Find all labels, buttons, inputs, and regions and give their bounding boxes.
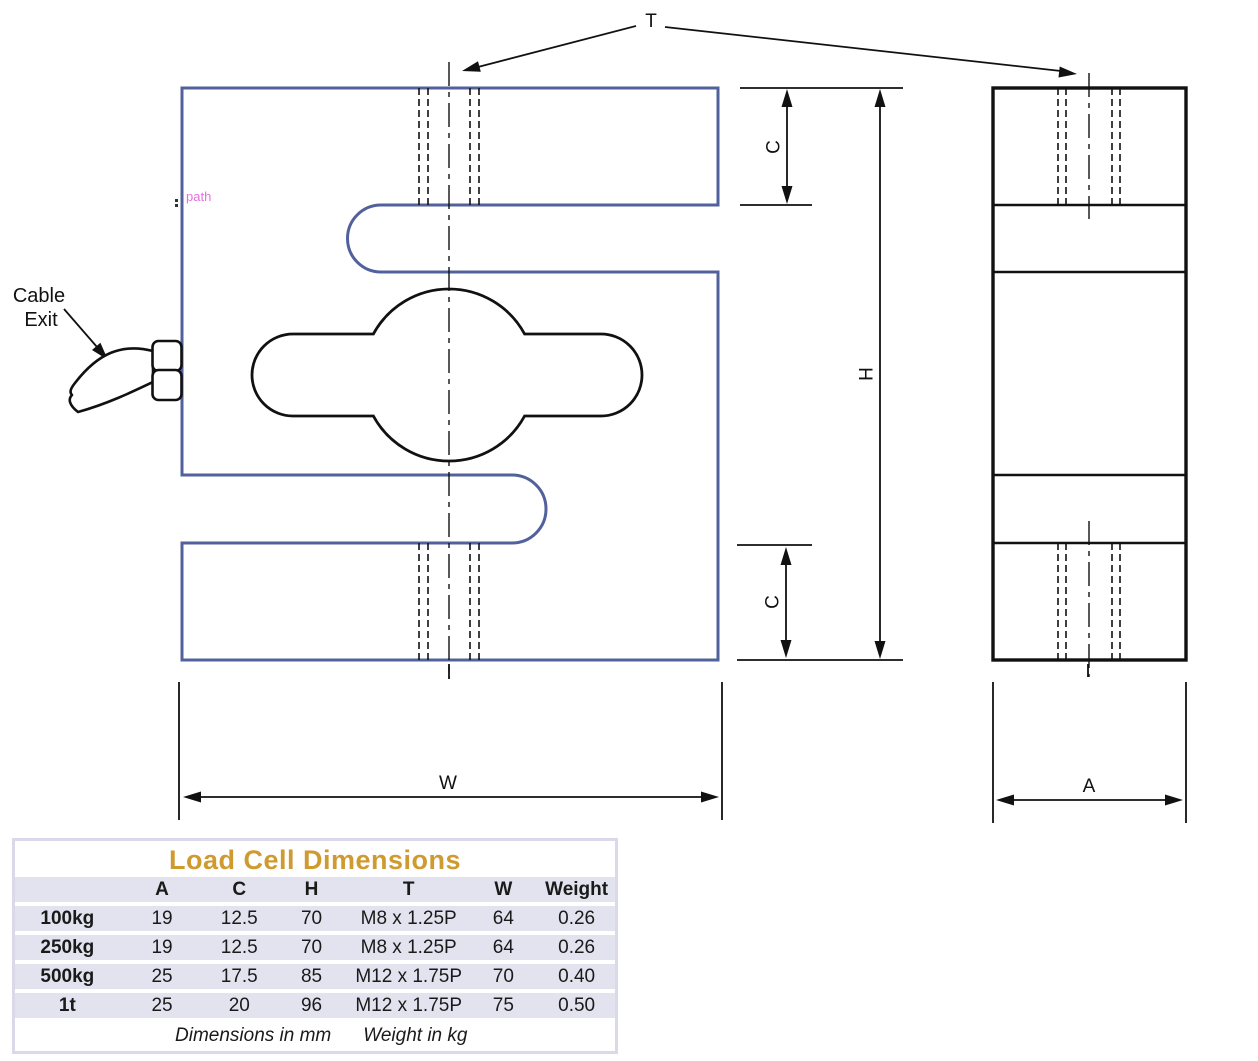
cell-C: 12.5 (220, 936, 258, 958)
row-capacity: 1t (58, 994, 76, 1016)
svg-text:H: H (857, 367, 878, 381)
cell-Weight: 0.40 (558, 965, 596, 987)
table-header-row: A C H T W Weight (15, 877, 615, 902)
cell-T: M8 x 1.25P (360, 936, 457, 958)
row-capacity: 100kg (40, 907, 95, 929)
dim-label-C-top: C (764, 140, 785, 154)
table-footer: Dimensions in mm Weight in kg (15, 1022, 615, 1050)
cell-A: 25 (151, 965, 173, 987)
dim-label-A: A (1083, 776, 1096, 797)
cell-Weight: 0.50 (558, 994, 596, 1016)
svg-text:C: C (764, 140, 785, 154)
front-bottom-hole-hidden-lines (418, 543, 480, 660)
table-row: 500kg 25 17.5 85 M12 x 1.75P 70 0.40 (15, 964, 615, 989)
cell-W: 64 (492, 907, 514, 929)
header-C: C (232, 878, 247, 900)
cell-W: 75 (492, 994, 514, 1016)
cell-T: M12 x 1.75P (355, 994, 463, 1016)
path-artifact-handle (175, 199, 178, 207)
cell-W: 64 (492, 936, 514, 958)
load-cell-dimensions-table: Load Cell Dimensions A C H T W Weight 10… (12, 838, 618, 1054)
cell-H: 96 (300, 994, 323, 1016)
cell-C: 12.5 (220, 907, 258, 929)
header-A: A (155, 878, 169, 900)
header-H: H (304, 878, 319, 900)
center-bone-cutout (250, 287, 644, 463)
cable-exit-label-line1: Cable (13, 285, 65, 307)
cable (68, 347, 155, 414)
cell-A: 19 (151, 907, 173, 929)
side-bottom-hole-hidden-lines (1057, 543, 1121, 660)
svg-text:C: C (763, 595, 784, 609)
cell-Weight: 0.26 (558, 936, 596, 958)
side-top-hole-hidden-lines (1057, 88, 1121, 205)
cell-A: 25 (151, 994, 173, 1016)
footer-weight-note: Weight in kg (363, 1025, 468, 1046)
side-view-section-lines (993, 203, 1186, 545)
dimension-arrowheads (92, 61, 1183, 806)
header-W: W (494, 878, 513, 900)
cable-exit-label-line2: Exit (24, 309, 58, 331)
path-artifact-label: path (186, 189, 211, 204)
cell-T: M12 x 1.75P (355, 965, 463, 987)
header-Weight: Weight (545, 878, 609, 900)
cell-T: M8 x 1.25P (360, 907, 457, 929)
row-capacity: 500kg (40, 965, 95, 987)
cell-A: 19 (151, 936, 173, 958)
dim-label-C-bottom: C (763, 595, 784, 609)
row-capacity: 250kg (40, 936, 95, 958)
cell-H: 70 (300, 936, 323, 958)
cell-H: 85 (300, 965, 323, 987)
technical-drawing: T C C H W A Cable Exit path (13, 11, 1188, 823)
front-top-hole-hidden-lines (418, 88, 480, 205)
dim-label-H: H (857, 367, 878, 381)
table-row: 100kg 19 12.5 70 M8 x 1.25P 64 0.26 (15, 906, 615, 931)
table-title: Load Cell Dimensions (168, 845, 462, 875)
cell-H: 70 (300, 907, 323, 929)
dim-label-W: W (439, 773, 457, 794)
table-row: 1t 25 20 96 M12 x 1.75P 75 0.50 (15, 993, 615, 1018)
dimension-lines (63, 25, 1187, 823)
header-T: T (402, 878, 415, 900)
footer-dimensions-note: Dimensions in mm (175, 1025, 332, 1046)
dim-label-T: T (645, 11, 657, 32)
cell-Weight: 0.26 (558, 907, 596, 929)
front-view-outline (180, 86, 720, 662)
table-row: 250kg 19 12.5 70 M8 x 1.25P 64 0.26 (15, 935, 615, 960)
cable-gland-nut (151, 339, 183, 402)
cell-W: 70 (492, 965, 514, 987)
cell-C: 20 (228, 994, 250, 1016)
cell-C: 17.5 (220, 965, 258, 987)
